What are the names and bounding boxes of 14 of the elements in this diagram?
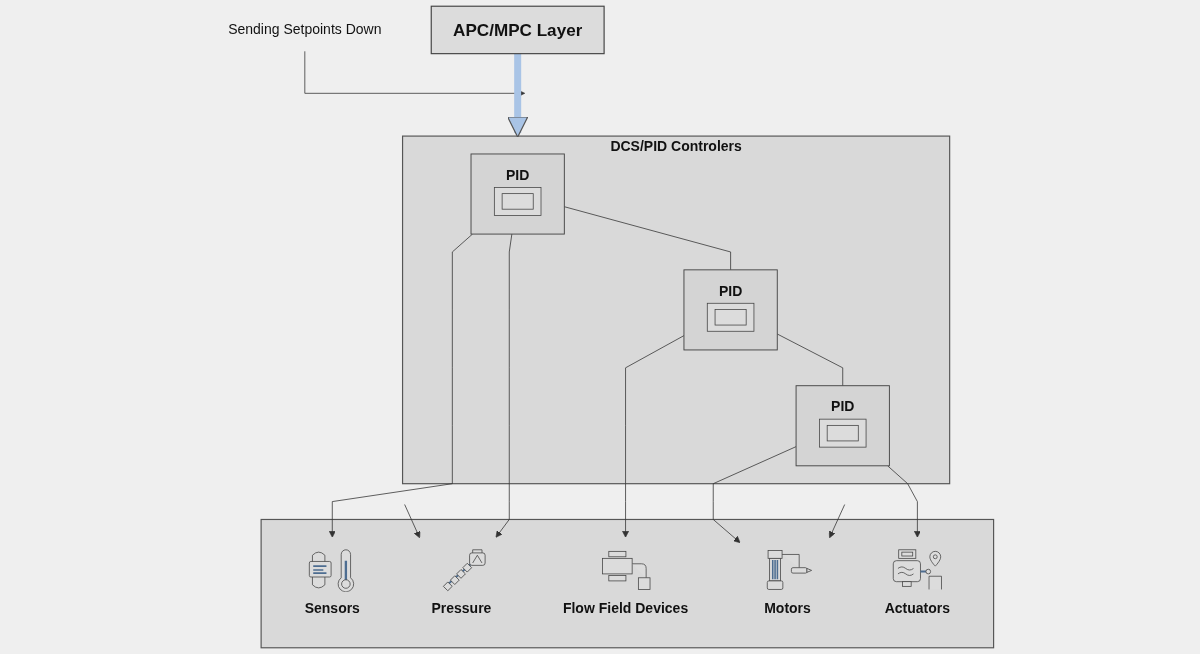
connector-line xyxy=(563,206,731,271)
node-box: PID xyxy=(795,385,890,467)
node-box: PID xyxy=(470,153,565,235)
node-text: Sending Setpoints Down xyxy=(228,21,382,38)
connector-line xyxy=(776,333,844,387)
arrow xyxy=(506,53,529,138)
node-box: APC/MPC Layer xyxy=(430,5,605,55)
node-label: Pressure xyxy=(431,600,492,616)
node-label: Sensors xyxy=(304,600,360,616)
node-label: Motors xyxy=(764,600,811,616)
cluster xyxy=(260,518,995,649)
node-label: Flow Field Devices xyxy=(562,600,689,616)
node-label: Actuators xyxy=(884,600,951,616)
node-box: PID xyxy=(683,269,778,351)
